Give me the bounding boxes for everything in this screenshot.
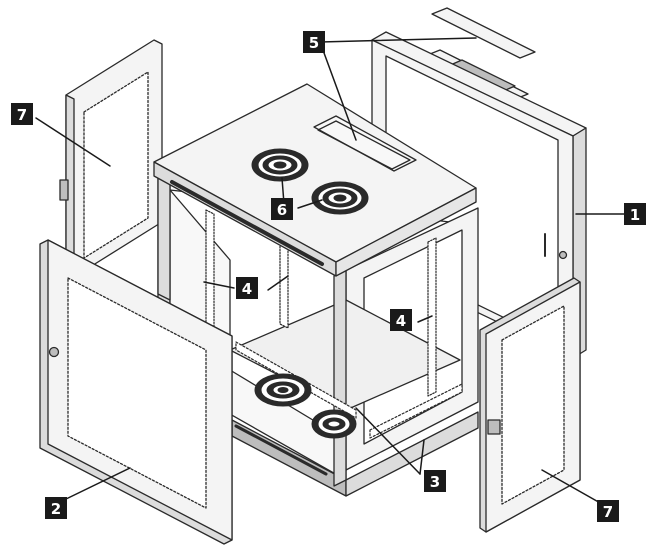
callout-7-right-text: 7: [603, 503, 613, 521]
callout-7-left: 7: [11, 103, 33, 125]
rear-door-right: [479, 277, 581, 533]
callout-2-text: 2: [51, 500, 61, 518]
callout-7-left-text: 7: [17, 106, 27, 124]
callout-4-left: 4: [236, 277, 258, 299]
callout-1: 1: [624, 203, 646, 225]
callout-4-left-text: 4: [242, 280, 252, 298]
callout-3-text: 3: [430, 473, 440, 491]
callout-6-text: 6: [277, 201, 287, 219]
callout-5: 5: [303, 31, 325, 53]
callout-5-text: 5: [309, 34, 319, 52]
bottom-fans: [254, 373, 357, 439]
callout-7-right: 7: [597, 500, 619, 522]
top-fans: [251, 148, 369, 215]
callout-4-right: 4: [390, 309, 412, 331]
rear-door-left: [59, 39, 163, 278]
callout-1-text: 1: [630, 206, 640, 224]
callout-6: 6: [271, 198, 293, 220]
callout-4-right-text: 4: [396, 312, 406, 330]
cabinet-top: [153, 83, 477, 277]
front-door: [39, 239, 233, 545]
callout-3: 3: [424, 470, 446, 492]
callout-2: 2: [45, 497, 67, 519]
